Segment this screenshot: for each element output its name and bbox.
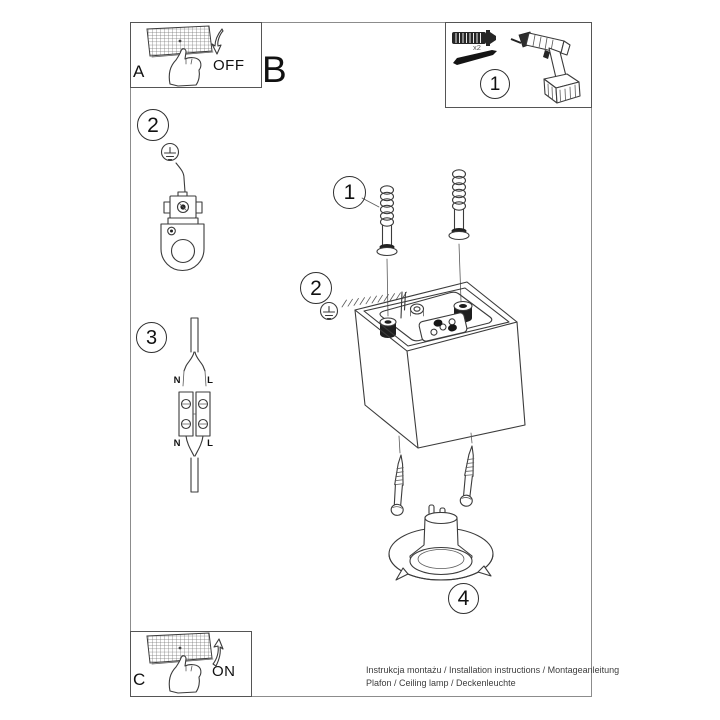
callout-step-2: 2: [137, 109, 169, 141]
wire-label-n: N: [173, 375, 181, 386]
wiring-diagram-icon: [178, 317, 211, 493]
arrow-down-icon: [211, 28, 224, 55]
callout-main-1: 1: [333, 176, 366, 209]
callout-leader: [361, 197, 380, 208]
page-frame: [130, 22, 592, 697]
plug-quantity: x2: [473, 43, 481, 52]
cable-gland: [409, 303, 425, 315]
panel-c-label: C: [133, 670, 146, 689]
terminal-block-icon: [178, 391, 194, 437]
fixing-screw-icon: [459, 444, 479, 508]
ceiling-hatch: [341, 291, 407, 308]
panel-c-box: [130, 631, 252, 697]
switch-off-text: OFF: [213, 57, 245, 74]
callout-step-4: 4: [448, 583, 479, 614]
terminal-block-icon: [418, 312, 468, 342]
ground-symbol-icon: [160, 142, 180, 162]
panel-kit-box: [445, 22, 592, 108]
wire-label-l: L: [207, 375, 213, 386]
screw-leader-lines: [398, 432, 473, 454]
terminal-on-bracket-icon: [163, 191, 203, 219]
wire-label-l: L: [207, 438, 213, 449]
callout-main-2: 2: [300, 272, 332, 304]
mounting-screw-icon: [448, 169, 470, 241]
switch-on-text: ON: [212, 663, 236, 680]
footer-line-1: Instrukcja montażu / Installation instru…: [366, 665, 620, 675]
footer-line-2: Plafon / Ceiling lamp / Deckenleuchte: [366, 678, 516, 688]
panel-a-label: A: [133, 62, 145, 81]
ground-symbol-icon: [319, 301, 339, 321]
mounting-screw-icon: [376, 185, 398, 257]
arrow-up-icon: [212, 638, 224, 667]
gu10-bulb-icon: [409, 504, 473, 576]
arrowhead-left: [395, 567, 409, 581]
light-switch-on-icon: [146, 632, 214, 694]
callout-step-3: 3: [136, 322, 167, 353]
wall-plug-icon: [452, 30, 496, 46]
screw-leader-lines: [386, 243, 462, 317]
mounting-bracket-icon: [160, 217, 205, 272]
wood-screw-icon: [453, 50, 497, 65]
wire-label-n: N: [173, 438, 181, 449]
fixing-screw-icon: [390, 454, 408, 517]
lamp-body-icon: [354, 281, 526, 449]
section-b-label: B: [262, 49, 287, 90]
panel-a-box: [130, 22, 262, 88]
callout-kit: 1: [480, 69, 510, 99]
ground-wire: [175, 162, 186, 193]
rotate-arrow-front: [388, 553, 494, 581]
light-switch-icon: [146, 25, 224, 87]
drill-icon: [510, 31, 581, 104]
arrowhead-right: [477, 565, 492, 577]
